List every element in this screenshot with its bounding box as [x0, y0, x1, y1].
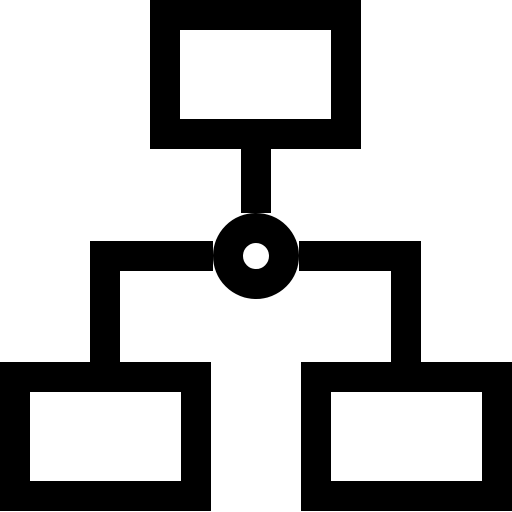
- junction-node: [213, 213, 299, 299]
- top-node-box: [150, 0, 361, 149]
- bottom-right-node-box: [301, 362, 512, 511]
- bottom-left-node-box: [0, 362, 211, 511]
- left-branch-line: [90, 241, 213, 362]
- right-branch-line: [299, 241, 421, 362]
